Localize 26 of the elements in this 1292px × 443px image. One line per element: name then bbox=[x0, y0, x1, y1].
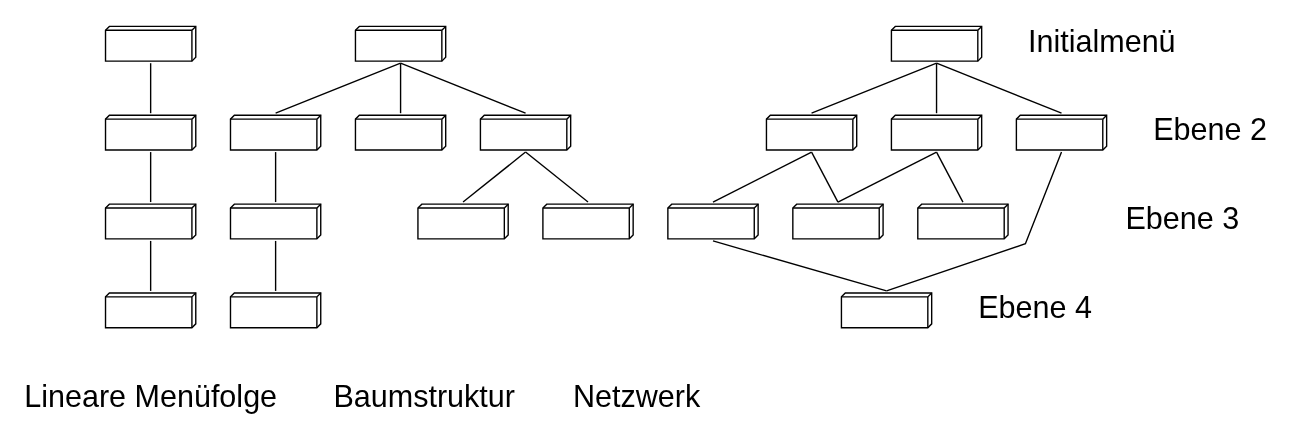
connector bbox=[399, 62, 527, 114]
connector bbox=[712, 151, 813, 203]
connector bbox=[935, 62, 938, 114]
connector bbox=[837, 151, 938, 203]
label: Baumstruktur bbox=[333, 379, 515, 414]
connector bbox=[935, 151, 964, 203]
connector bbox=[885, 151, 1063, 292]
connector bbox=[149, 62, 152, 114]
label: Ebene 2 bbox=[1153, 112, 1267, 147]
connector bbox=[399, 62, 402, 114]
connector bbox=[935, 62, 1063, 114]
connector bbox=[149, 151, 152, 203]
connector bbox=[274, 151, 277, 203]
label: Ebene 4 bbox=[978, 290, 1093, 325]
connector bbox=[149, 240, 152, 292]
label: Lineare Menüfolge bbox=[24, 379, 278, 414]
connector bbox=[462, 151, 527, 203]
connector bbox=[274, 62, 402, 114]
connector bbox=[274, 240, 277, 292]
connector bbox=[524, 151, 589, 203]
connector bbox=[712, 240, 888, 292]
label: Initialmenü bbox=[1027, 23, 1176, 58]
connector bbox=[810, 62, 938, 114]
connector bbox=[810, 151, 839, 203]
label: Ebene 3 bbox=[1125, 201, 1240, 236]
label: Netzwerk bbox=[573, 379, 701, 414]
